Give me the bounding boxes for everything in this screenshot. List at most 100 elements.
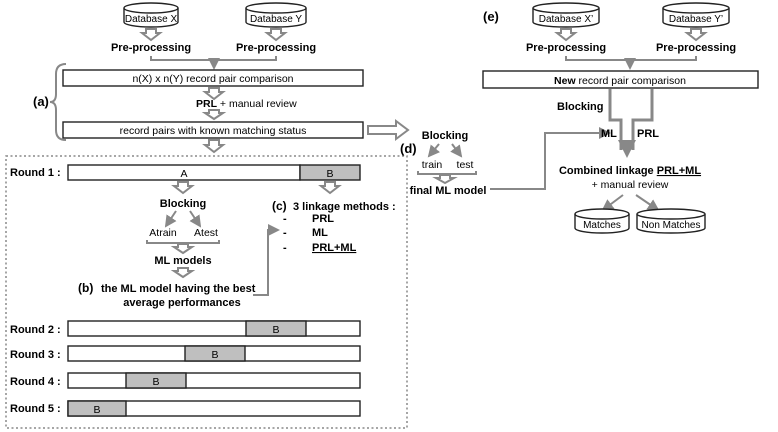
merge-line — [565, 56, 626, 61]
arrow-icon — [164, 210, 177, 228]
arrow-down-icon — [139, 28, 163, 42]
right-prl-label: PRL — [637, 128, 659, 140]
test-label: test — [457, 159, 474, 171]
non-matches-cylinder: Non Matches — [636, 208, 706, 234]
label-b: (b) — [78, 281, 93, 295]
seg-b-label: B — [152, 376, 159, 388]
preprocessing-x-prime-label: Pre-processing — [526, 42, 606, 54]
merge-line — [146, 240, 220, 244]
preprocessing-y-label: Pre-processing — [236, 42, 316, 54]
bracket-a — [49, 63, 67, 141]
arrow-icon — [635, 194, 660, 212]
cross-validation-area — [5, 155, 408, 429]
arrow-icon — [189, 210, 202, 228]
arrow-down-icon — [202, 87, 226, 101]
label-c: (c) — [272, 199, 287, 213]
best-model-line2: average performances — [123, 297, 240, 309]
arrow-icon — [601, 194, 624, 212]
arrow-icon — [427, 143, 441, 158]
merge-line — [634, 56, 697, 61]
round3-label: Round 3 : — [10, 349, 61, 361]
database-y-prime: Database Y’ — [662, 2, 730, 28]
seg-b-label: B — [93, 404, 100, 416]
database-x: Database X — [123, 2, 179, 28]
arrow-down-icon — [432, 174, 458, 185]
label-a: (a) — [33, 94, 49, 109]
middle-blocking-label: Blocking — [422, 130, 468, 142]
bullet: - — [283, 227, 287, 239]
new-pair-comparison-box — [482, 70, 759, 89]
new-pair-comparison-label: New record pair comparison — [554, 75, 686, 87]
arrow-down-icon — [318, 181, 342, 195]
round1-seg-b — [299, 164, 361, 181]
round4-label: Round 4 : — [10, 376, 61, 388]
round2-seg-b — [245, 320, 307, 337]
arrow-icon — [450, 143, 463, 158]
round2-bar — [67, 320, 361, 337]
bullet: - — [283, 242, 287, 254]
merge-line — [150, 56, 210, 61]
combined-linkage-label: Combined linkage PRL+ML — [559, 165, 701, 177]
blocking-label: Blocking — [160, 198, 206, 210]
preprocessing-x-label: Pre-processing — [111, 42, 191, 54]
arrow-down-icon — [684, 28, 708, 42]
known-status-box — [62, 121, 364, 139]
known-status-label: record pairs with known matching status — [120, 125, 307, 137]
method-prl: PRL — [312, 213, 334, 225]
method-prl-ml: PRL+ML — [312, 242, 357, 254]
method-ml: ML — [312, 227, 328, 239]
label-d: (d) — [400, 141, 417, 156]
matches-cylinder: Matches — [574, 208, 630, 234]
seg-a-label: A — [180, 168, 187, 180]
label-e: (e) — [483, 9, 499, 24]
pair-comparison-box — [62, 69, 364, 87]
ml-models-label: ML models — [154, 255, 211, 267]
matches-label: Matches — [583, 220, 621, 231]
round2-label: Round 2 : — [10, 324, 61, 336]
bullet: - — [283, 213, 287, 225]
database-x-label: Database X — [125, 14, 178, 25]
pair-comparison-label: n(X) x n(Y) record pair comparison — [132, 73, 293, 85]
arrow-down-icon — [264, 28, 288, 42]
atest-label: Atest — [194, 227, 218, 239]
round4-bar — [67, 372, 361, 389]
seg-b-label: B — [211, 349, 218, 361]
linkage-methods-title: 3 linkage methods : — [293, 201, 396, 213]
prl-review-label: PRL + manual review — [196, 98, 297, 110]
round1-label: Round 1 : — [10, 167, 61, 179]
arrow-down-icon — [201, 109, 227, 121]
round5-label: Round 5 : — [10, 403, 61, 415]
best-model-line1: the ML model having the best — [101, 283, 256, 295]
round5-seg-b — [67, 400, 127, 417]
seg-b-label: B — [272, 324, 279, 336]
train-label: train — [422, 159, 443, 171]
preprocessing-y-prime-label: Pre-processing — [656, 42, 736, 54]
prl-branch-line — [631, 89, 654, 150]
arrow-down-icon — [171, 181, 195, 195]
right-ml-label: ML — [601, 128, 617, 140]
non-matches-label: Non Matches — [642, 220, 701, 231]
database-y: Database Y — [245, 2, 307, 28]
round4-seg-b — [125, 372, 187, 389]
final-ml-model-label: final ML model — [410, 185, 487, 197]
arrow-down-icon — [202, 139, 226, 154]
arrow-down-icon — [554, 28, 578, 42]
database-y-prime-label: Database Y’ — [669, 14, 723, 25]
round3-seg-b — [184, 345, 246, 362]
atrain-label: Atrain — [149, 227, 177, 239]
seg-b-label: B — [326, 168, 333, 180]
elbow-arrow-icon — [253, 224, 280, 296]
merge-line — [417, 171, 477, 175]
arrow-right-icon — [367, 119, 410, 141]
arrow-down-icon — [170, 243, 196, 255]
manual-review-label: + manual review — [592, 179, 669, 191]
database-x-prime: Database X’ — [532, 2, 600, 28]
right-blocking-label: Blocking — [557, 101, 603, 113]
elbow-arrow-icon — [490, 127, 611, 190]
database-x-prime-label: Database X’ — [539, 14, 593, 25]
database-y-label: Database Y — [250, 14, 302, 25]
arrow-down-icon — [170, 267, 196, 279]
merge-line — [218, 56, 277, 61]
ml-branch-line — [608, 89, 623, 150]
